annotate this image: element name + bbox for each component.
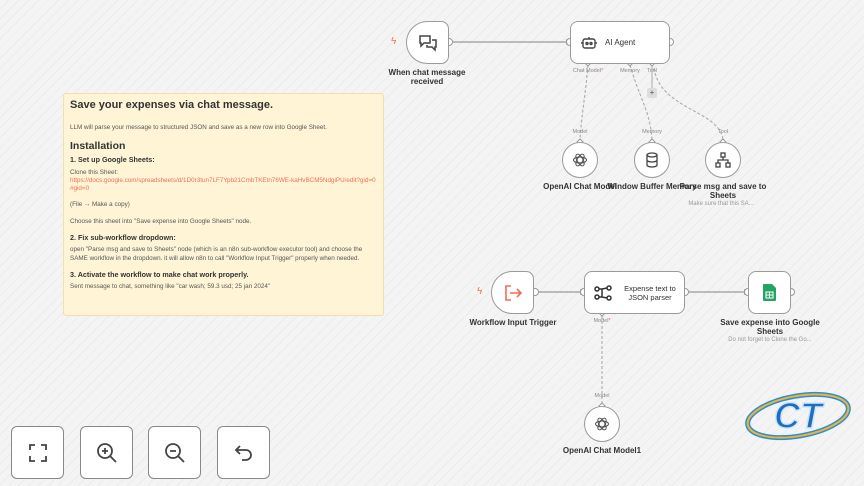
google-sheets-icon [763, 284, 776, 301]
note-step3-title: 3. Activate the workflow to make chat wo… [70, 269, 249, 279]
undo-icon [234, 444, 252, 461]
sign-in-icon [504, 284, 522, 301]
zoom-in-icon [96, 442, 117, 463]
node-window-buffer-memory[interactable] [634, 142, 670, 178]
note-step2-text: open "Parse msg and save to Sheets" node… [70, 246, 363, 262]
port-tool: Tool [646, 68, 658, 74]
openai-port: Model [572, 129, 588, 135]
parser-port: Model* [593, 318, 611, 324]
wire-model [579, 64, 589, 141]
database-icon [646, 152, 658, 168]
wire-tool [653, 67, 724, 141]
tool-label: Parse msg and save to Sheets [679, 182, 767, 200]
tool-subtitle: Make sure that this SA... [688, 201, 754, 207]
note-installation: Installation [70, 140, 126, 153]
svg-text:CT: CT [774, 395, 825, 436]
parser-label: Expense text to JSON parser [624, 283, 676, 302]
sitemap-icon [715, 152, 731, 168]
trigger-bolt-icon: ϟ [477, 286, 483, 297]
chat-trigger-label: When chat message received [388, 68, 466, 86]
note-title: Save your expenses via chat message. [70, 99, 274, 111]
robot-icon [581, 36, 597, 49]
sheets-subtitle: Do not forget to Clone the Go... [728, 337, 812, 343]
note-intro: LLM will parse your message to structure… [70, 124, 327, 131]
openai-icon [595, 417, 609, 431]
workflow-trigger-label: Workflow Input Trigger [469, 318, 557, 327]
output-parser-icon [594, 284, 612, 301]
fullscreen-icon [28, 443, 47, 462]
note-step3-text: Sent message to chat, something like "ca… [70, 283, 271, 291]
port-chat-model: Chat Model* [572, 68, 604, 74]
node-parse-msg-tool[interactable] [705, 142, 741, 178]
node-chat-trigger[interactable] [406, 21, 449, 64]
sticky-note[interactable]: Save your expenses via chat message. LLM… [63, 93, 384, 316]
openai1-port: Model [594, 393, 610, 399]
openai1-label: OpenAI Chat Model1 [562, 446, 642, 455]
node-google-sheets[interactable] [748, 271, 791, 314]
trigger-bolt-icon: ϟ [391, 36, 397, 47]
port-memory: Memory [620, 68, 640, 74]
fit-view-button[interactable] [11, 426, 64, 479]
chat-icon [418, 34, 437, 52]
note-step1-title: 1. Set up Google Sheets: [70, 155, 155, 165]
note-clone: Clone this Sheet: [70, 168, 118, 176]
add-tool-button[interactable]: + [647, 88, 657, 98]
memory-label: Window Buffer Memory [607, 182, 697, 191]
note-copy: (File → Make a copy) [70, 201, 130, 209]
node-openai-chat-model1[interactable] [584, 406, 620, 442]
node-workflow-input-trigger[interactable] [491, 271, 534, 314]
sheets-label: Save expense into Google Sheets [720, 318, 820, 336]
node-expense-parser[interactable]: Expense text to JSON parser [584, 271, 685, 314]
reset-zoom-button[interactable] [217, 426, 270, 479]
openai-icon [573, 153, 587, 167]
memory-port: Memory [642, 129, 662, 135]
node-ai-agent[interactable]: AI Agent [570, 21, 670, 64]
note-choose: Choose this sheet into "Save expense int… [70, 217, 252, 225]
zoom-in-button[interactable] [80, 426, 133, 479]
wire-memory [629, 64, 653, 141]
ct-logo: CT [745, 388, 852, 442]
zoom-out-button[interactable] [148, 426, 201, 479]
sheet-link[interactable]: https://docs.google.com/spreadsheets/d/1… [70, 176, 376, 193]
ai-agent-label: AI Agent [605, 38, 636, 47]
openai-label: OpenAI Chat Model [543, 182, 617, 191]
tool-port: Tool [717, 129, 729, 135]
node-openai-chat-model[interactable] [562, 142, 598, 178]
note-step2-title: 2. Fix sub-workflow dropdown: [70, 233, 176, 243]
zoom-out-icon [164, 442, 185, 463]
